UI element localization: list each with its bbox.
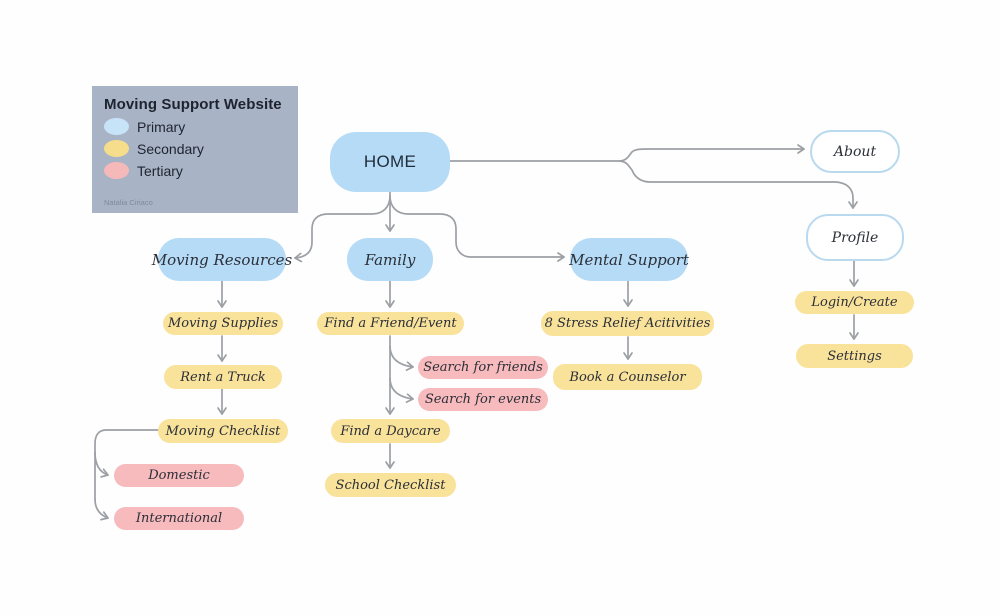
node-family-label: Family: [364, 250, 416, 269]
node-moving-supplies-label: Moving Supplies: [167, 316, 279, 331]
node-profile[interactable]: Profile: [806, 214, 904, 261]
node-domestic-label: Domestic: [148, 468, 210, 483]
node-moving-supplies[interactable]: Moving Supplies: [163, 312, 283, 335]
author-credit: Natalia Ciriaco: [104, 198, 153, 207]
edge-home-about: [449, 144, 805, 162]
legend-item-label: Secondary: [137, 140, 204, 157]
node-home[interactable]: HOME: [330, 132, 450, 192]
node-domestic[interactable]: Domestic: [114, 464, 244, 487]
legend-item-secondary: Secondary: [104, 140, 286, 157]
node-about[interactable]: About: [810, 130, 900, 173]
node-about-label: About: [833, 143, 877, 160]
node-moving-resources-label: Moving Resources: [151, 250, 293, 269]
node-find-a-daycare-label: Find a Daycare: [340, 423, 441, 439]
node-school-checklist-label: School Checklist: [335, 477, 446, 493]
primary-color-swatch: [104, 118, 129, 135]
node-family[interactable]: Family: [347, 238, 433, 281]
node-find-a-daycare[interactable]: Find a Daycare: [331, 419, 450, 443]
node-search-for-friends[interactable]: Search for friends: [418, 356, 548, 379]
node-settings[interactable]: Settings: [796, 344, 913, 368]
node-stress-relief-activities[interactable]: 8 Stress Relief Acitivities: [541, 311, 714, 336]
node-moving-checklist-label: Moving Checklist: [165, 423, 281, 439]
node-book-a-counselor-label: Book a Counselor: [569, 369, 686, 385]
node-search-for-friends-label: Search for friends: [423, 360, 543, 375]
node-mental-support-label: Mental Support: [569, 250, 689, 269]
node-search-for-events[interactable]: Search for events: [418, 388, 548, 411]
node-international-label: International: [135, 511, 223, 526]
node-mental-support[interactable]: Mental Support: [569, 238, 689, 281]
node-profile-label: Profile: [831, 229, 879, 246]
node-find-a-friend-event-label: Find a Friend/Event: [324, 316, 457, 331]
node-rent-a-truck-label: Rent a Truck: [180, 369, 266, 385]
legend-item-label: Primary: [137, 118, 186, 135]
node-moving-resources[interactable]: Moving Resources: [152, 238, 292, 281]
node-search-for-events-label: Search for events: [424, 392, 542, 407]
node-stress-relief-activities-label: 8 Stress Relief Acitivities: [544, 316, 711, 331]
edge-rail-international: [94, 498, 109, 521]
legend-card[interactable]: Moving Support Website Primary Secondary…: [92, 86, 298, 213]
node-school-checklist[interactable]: School Checklist: [325, 473, 456, 497]
secondary-color-swatch: [104, 140, 129, 157]
node-login-create-label: Login/Create: [811, 295, 898, 310]
legend-title: Moving Support Website: [104, 96, 282, 113]
tertiary-color-swatch: [104, 162, 129, 179]
node-rent-a-truck[interactable]: Rent a Truck: [164, 365, 282, 389]
edge-rail-domestic: [94, 451, 109, 478]
node-book-a-counselor[interactable]: Book a Counselor: [553, 364, 702, 390]
legend-item-tertiary: Tertiary: [104, 162, 286, 179]
edge-friendevent-searchevents: [389, 377, 414, 404]
node-home-label: HOME: [363, 152, 417, 171]
node-settings-label: Settings: [827, 348, 882, 364]
node-login-create[interactable]: Login/Create: [795, 291, 914, 314]
node-international[interactable]: International: [114, 507, 244, 530]
legend-item-primary: Primary: [104, 118, 286, 135]
edge-friendevent-searchfriends: [389, 345, 414, 372]
node-moving-checklist[interactable]: Moving Checklist: [158, 419, 288, 443]
node-find-a-friend-event[interactable]: Find a Friend/Event: [317, 312, 464, 335]
legend-item-label: Tertiary: [137, 162, 183, 179]
